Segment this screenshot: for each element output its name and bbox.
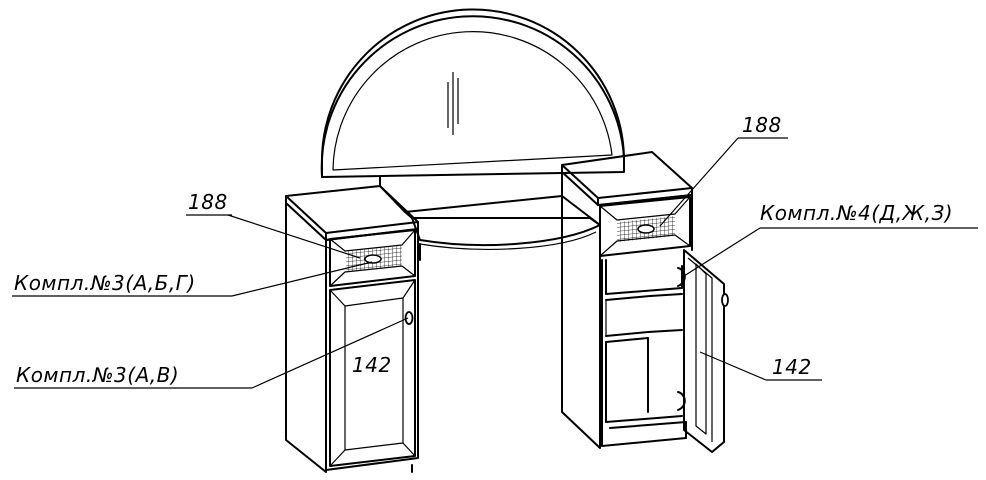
left-pedestal bbox=[285, 185, 419, 473]
left-door-kit-label: Компл.№3(А,В) bbox=[16, 363, 179, 387]
right-door-code-label: 142 bbox=[772, 355, 812, 379]
mirror bbox=[320, 8, 625, 187]
annotations bbox=[12, 137, 978, 389]
right-drawer-code-label: 188 bbox=[742, 113, 782, 137]
right-kit-label: Компл.№4(Д,Ж,З) bbox=[760, 201, 953, 225]
left-drawer-code-label: 188 bbox=[188, 190, 228, 214]
left-drawer-kit-label: Компл.№3(А,Б,Г) bbox=[14, 271, 196, 295]
right-pedestal bbox=[561, 151, 729, 453]
left-door-code-label: 142 bbox=[352, 353, 392, 377]
desk-top bbox=[379, 185, 601, 261]
